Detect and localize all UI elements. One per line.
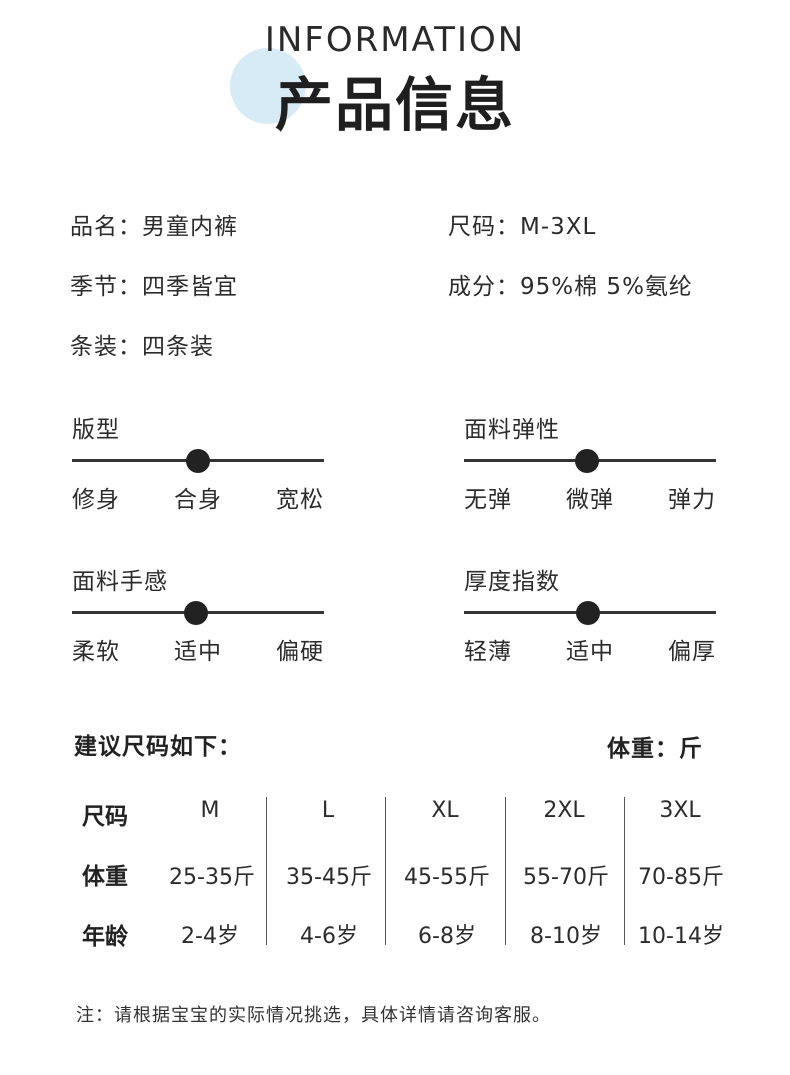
table-cell-age: 4-6岁 [300, 924, 358, 949]
slider-label: 弹力 [668, 487, 716, 513]
row-header-age: 年龄 [82, 924, 128, 950]
product-name: 品名：男童内裤 [70, 214, 238, 240]
slider-hand-feel: 面料手感 柔软 适中 偏硬 [72, 562, 324, 665]
product-season: 季节：四季皆宜 [70, 274, 238, 300]
slider-title: 面料弹性 [464, 417, 560, 443]
column-divider [505, 797, 506, 945]
table-cell-age: 8-10岁 [530, 924, 602, 949]
table-cell-weight: 35-45斤 [286, 865, 372, 890]
slider-labels: 轻薄 适中 偏厚 [464, 632, 716, 666]
slider-title: 面料手感 [72, 569, 168, 595]
product-pack: 条装：四条装 [70, 334, 214, 360]
slider-label: 修身 [72, 487, 120, 513]
slider-thickness: 厚度指数 轻薄 适中 偏厚 [464, 562, 716, 665]
row-header-size: 尺码 [82, 804, 128, 830]
column-divider [266, 797, 267, 945]
slider-label: 柔软 [72, 639, 120, 665]
table-cell-size: 2XL [543, 798, 585, 823]
table-cell-age: 10-14岁 [638, 924, 724, 949]
table-cell-weight: 45-55斤 [404, 865, 490, 890]
table-cell-age: 2-4岁 [181, 924, 239, 949]
slider-indicator [576, 601, 600, 625]
slider-indicator [186, 449, 210, 473]
slider-label: 轻薄 [464, 639, 512, 665]
table-cell-size: L [321, 798, 335, 823]
slider-label: 宽松 [276, 487, 324, 513]
table-cell-size: M [200, 798, 220, 823]
table-cell-age: 6-8岁 [418, 924, 476, 949]
slider-title: 厚度指数 [464, 569, 560, 595]
column-divider [385, 797, 386, 945]
slider-label: 微弹 [566, 487, 614, 513]
footer-note: 注：请根据宝宝的实际情况挑选，具体详情请咨询客服。 [76, 1005, 551, 1026]
title-chinese: 产品信息 [274, 71, 515, 139]
row-header-weight: 体重 [82, 864, 128, 890]
slider-labels: 无弹 微弹 弹力 [464, 480, 716, 514]
table-cell-size: XL [431, 798, 459, 823]
product-material: 成分：95%棉 5%氨纶 [448, 274, 693, 300]
slider-indicator [184, 601, 208, 625]
slider-fit: 版型 修身 合身 宽松 [72, 410, 324, 513]
slider-label: 适中 [566, 639, 614, 665]
slider-elasticity: 面料弹性 无弹 微弹 弹力 [464, 410, 716, 513]
title-english: INFORMATION [264, 20, 526, 60]
slider-label: 偏硬 [276, 639, 324, 665]
slider-labels: 修身 合身 宽松 [72, 480, 324, 514]
table-cell-weight: 55-70斤 [523, 865, 609, 890]
product-size-range: 尺码：M-3XL [448, 214, 597, 240]
slider-label: 无弹 [464, 487, 512, 513]
table-cell-weight: 25-35斤 [169, 865, 255, 890]
column-divider [624, 797, 625, 945]
slider-labels: 柔软 适中 偏硬 [72, 632, 324, 666]
weight-unit-note: 体重：斤 [607, 736, 703, 762]
slider-label: 偏厚 [668, 639, 716, 665]
slider-label: 适中 [174, 639, 222, 665]
slider-label: 合身 [174, 487, 222, 513]
table-cell-weight: 70-85斤 [638, 865, 724, 890]
size-section-title: 建议尺码如下： [74, 734, 242, 760]
table-cell-size: 3XL [659, 798, 701, 823]
slider-title: 版型 [72, 417, 120, 443]
decorative-circle [230, 48, 306, 124]
slider-indicator [575, 449, 599, 473]
